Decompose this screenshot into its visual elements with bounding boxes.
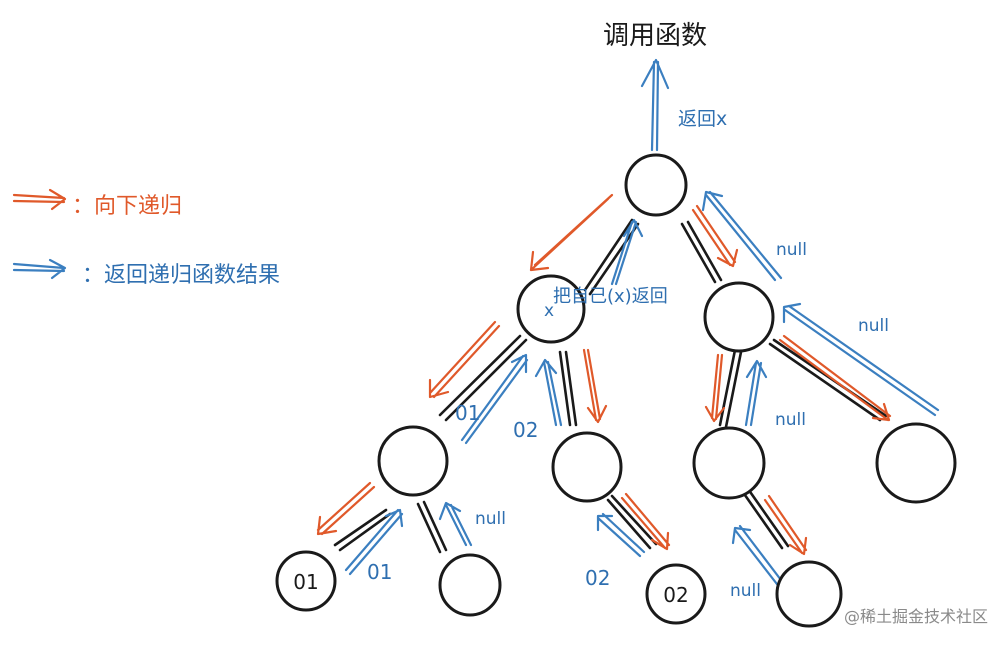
node-leaf-empty (438, 553, 502, 617)
node-leaf-rl (775, 560, 843, 628)
leaf-o1-label: 01 (293, 570, 318, 594)
node-x (516, 274, 586, 344)
node-lr (551, 431, 623, 503)
null-label-5: null (730, 581, 761, 601)
node-rr (875, 422, 957, 504)
down-arrows (316, 193, 892, 556)
null-label-4: null (475, 509, 506, 529)
node-right (703, 281, 775, 353)
up-arrows (344, 58, 940, 590)
legend: ：向下递归 ：返回递归函数结果 (12, 188, 280, 288)
null-label-3: null (775, 410, 806, 430)
legend-down-arrow (12, 188, 67, 211)
o1-label-edge: 01 (455, 401, 480, 425)
legend-down-label: ：向下递归 (72, 194, 182, 219)
leaf-o2-label: 02 (663, 583, 688, 607)
legend-up-arrow (12, 258, 67, 280)
legend-up-label: ：返回递归函数结果 (82, 263, 280, 288)
node-leaf-o2 (645, 563, 707, 625)
node-leaf-o1 (275, 550, 337, 612)
tree-nodes (275, 153, 957, 628)
o1-label-leaf: 01 (367, 560, 392, 584)
null-label-1: null (776, 240, 807, 260)
null-label-2: null (858, 316, 889, 336)
o2-label-leaf: 02 (585, 566, 610, 590)
node-ll (377, 425, 449, 497)
tree-edges (333, 218, 888, 554)
return-x-label: 返回x (678, 108, 727, 130)
self-return-label: 把自己(x)返回 (553, 286, 668, 307)
node-rl (692, 426, 766, 500)
node-x-label: x (544, 301, 554, 321)
title: 调用函数 (603, 21, 707, 51)
o2-label-edge: 02 (513, 418, 538, 442)
node-root (624, 153, 688, 217)
watermark: @稀土掘金技术社区 (844, 607, 988, 626)
